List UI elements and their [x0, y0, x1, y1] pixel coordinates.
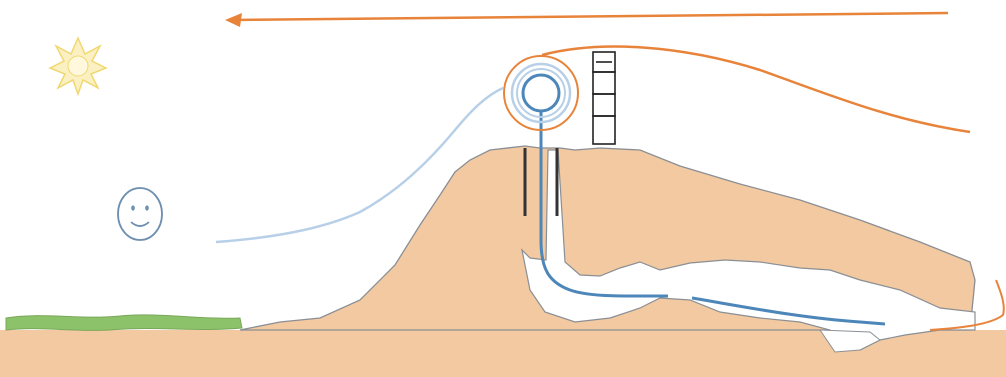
box-4 — [592, 115, 616, 145]
warm-air-curve — [541, 45, 971, 134]
stacked-boxes — [592, 51, 616, 145]
box-2 — [592, 71, 616, 95]
smiley-eye-left — [131, 205, 135, 211]
tunnel-pocket — [819, 329, 881, 353]
sun-icon — [48, 36, 108, 97]
heat-exchanger-light-ring-inner — [516, 68, 566, 118]
heat-exchanger-core — [521, 73, 561, 113]
wind-arrow-head — [225, 13, 242, 27]
ground-grass — [5, 314, 243, 331]
box-3 — [592, 93, 616, 117]
cooling-pipe — [539, 110, 669, 298]
smiley-mouth — [130, 221, 150, 227]
smiley-face-icon — [117, 187, 163, 241]
heat-exchanger-outer-ring — [503, 55, 579, 131]
smiley-eye-right — [145, 205, 149, 211]
warm-outlet-curve — [929, 279, 1005, 331]
wind-arrow — [225, 11, 949, 27]
heat-exchanger-light-ring — [510, 62, 572, 124]
ground-band — [0, 330, 1006, 377]
cool-air-curve — [215, 86, 504, 244]
tunnel-cavity — [521, 149, 976, 351]
cooling-pipe-segment — [691, 296, 886, 326]
